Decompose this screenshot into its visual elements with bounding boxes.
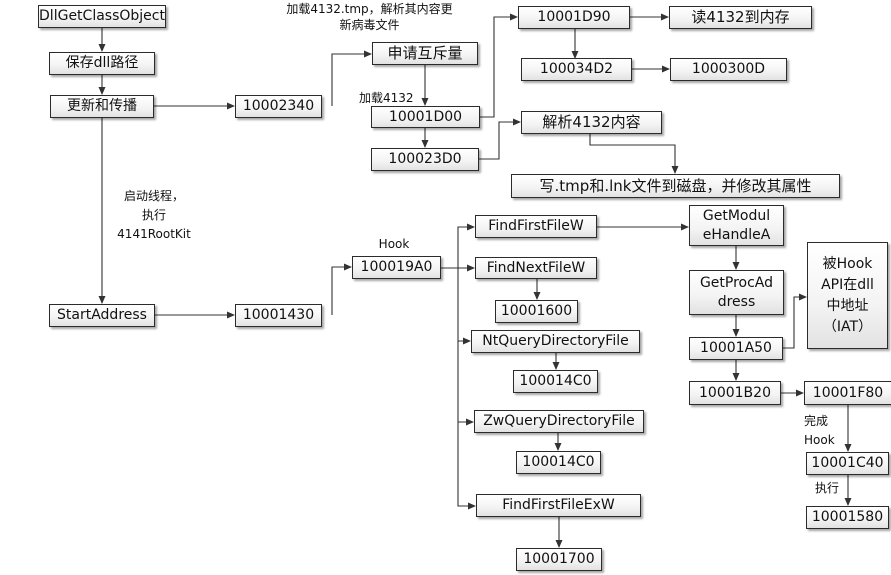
node-update-and-spread: 更新和传播 [50, 95, 154, 118]
node-100023d0: 100023D0 [371, 148, 479, 171]
node-findfirstfilew: FindFirstFileW [475, 215, 597, 238]
node-getmodulehandlea: GetModul eHandleA [689, 205, 784, 246]
node-10001430: 10001430 [235, 304, 322, 327]
node-read-4132-to-memory: 读4132到内存 [669, 6, 812, 29]
node-startaddress: StartAddress [49, 304, 155, 327]
node-10001a50: 10001A50 [689, 337, 783, 360]
edge-parse-to-write [589, 133, 679, 174]
node-10001d90: 10001D90 [518, 6, 630, 29]
node-save-dll-path: 保存dll路径 [49, 52, 155, 75]
node-dllgetclassobject: DllGetClassObject [38, 5, 166, 28]
node-ntquerydirectoryfile: NtQueryDirectoryFile [471, 330, 640, 353]
label-start-thread-rootkit: 启动线程， 执行 4141RootKit [117, 189, 191, 241]
node-10001f80: 10001F80 [804, 381, 891, 405]
label-load-parse-update: 加载4132.tmp，解析其内容更 新病毒文件 [286, 2, 453, 32]
node-zwquerydirectoryfile: ZwQueryDirectoryFile [474, 410, 644, 433]
node-write-tmp-lnk: 写.tmp和.lnk文件到磁盘，并修改其属性 [511, 174, 840, 198]
node-findnextfilew: FindNextFileW [475, 257, 597, 279]
label-load-4132: 加载4132 [359, 91, 414, 105]
label-hook-done: 完成 Hook [804, 414, 835, 447]
node-100019a0: 100019A0 [352, 256, 441, 279]
node-10001d00: 10001D00 [371, 106, 480, 128]
label-hook: Hook [378, 237, 410, 251]
node-100014c0-a: 100014C0 [513, 370, 598, 393]
node-mutex: 申请互斥量 [372, 42, 478, 65]
node-1000300d: 1000300D [670, 58, 787, 81]
node-10002340: 10002340 [235, 95, 322, 118]
edge-bus-to-ntquery [457, 268, 471, 345]
node-10001580: 10001580 [806, 506, 889, 529]
node-findfirstfileexw: FindFirstFileExW [476, 494, 641, 517]
node-10001c40: 10001C40 [806, 452, 889, 475]
node-100034d2: 100034D2 [521, 58, 632, 81]
edge-10002340-to-mutex [331, 50, 372, 106]
node-100014c0-b: 100014C0 [516, 451, 601, 474]
edge-bus-to-findfirst [457, 223, 475, 268]
edge-10001a50-to-iat [783, 293, 807, 349]
edge-bus-to-findfirstex [457, 422, 476, 510]
node-parse-4132: 解析4132内容 [521, 111, 662, 134]
edge-100023d0-to-parse [479, 118, 521, 160]
node-10001b20: 10001B20 [689, 381, 781, 405]
edge-10001430-to-100019a0 [331, 263, 352, 315]
label-execute: 执行 [815, 481, 840, 495]
edge-10001d00-to-10001d90 [480, 13, 518, 118]
edge-bus-to-zwquery [457, 341, 474, 426]
node-10001600: 10001600 [495, 300, 578, 323]
node-hooked-api-address-iat: 被Hook API在dll 中地址 （IAT） [807, 242, 888, 349]
node-10001700: 10001700 [516, 548, 602, 571]
node-getprocaddress: GetProcAd dress [689, 270, 784, 315]
